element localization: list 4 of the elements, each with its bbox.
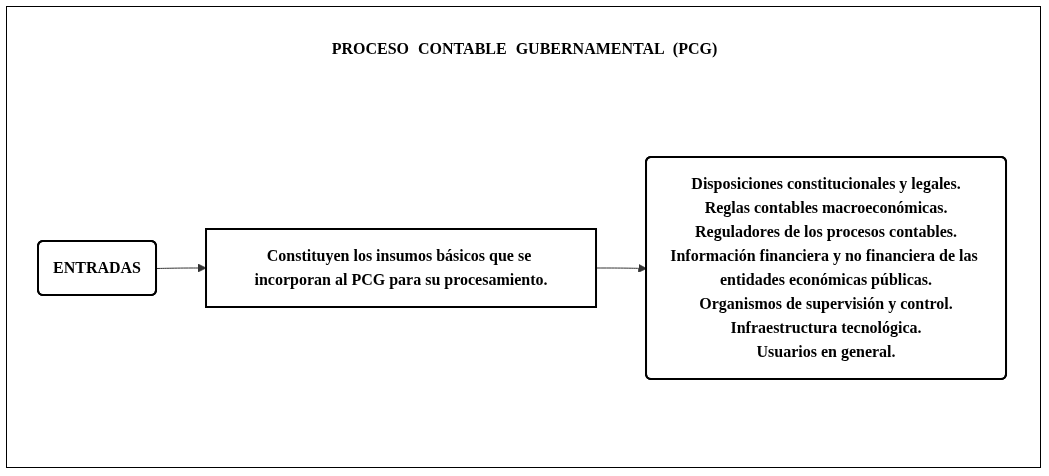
arrow	[156, 263, 207, 272]
node-box: Constituyen los insumos básicos que se incorporan al PCG para su procesamiento.	[205, 227, 598, 308]
node-text: Disposiciones constitucionales y legales. Reglas contables macroeconómicas. Reguladores de los procesos contables. Información financiera y no financiera de las entidades económicas públicas. Organismos de supervisión y control. Infraestructura tecnológica. Usuarios en general.	[670, 174, 979, 360]
diagram-title: PROCESO CONTABLE GUBERNAMENTAL (PCG)	[330, 40, 719, 58]
